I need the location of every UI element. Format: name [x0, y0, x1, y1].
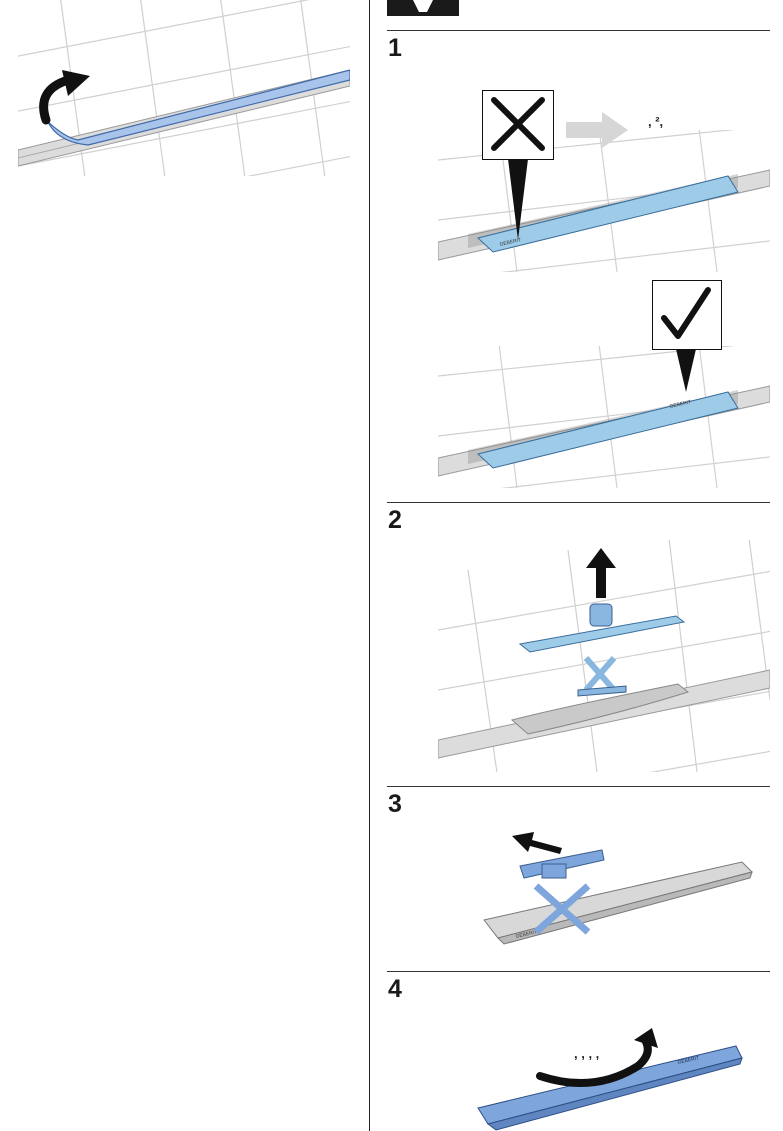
- step-4-rule: [387, 971, 770, 972]
- rotate-arrow-icon: [536, 1038, 652, 1088]
- step-2-lift-tool: [577, 603, 627, 697]
- step-3-lift-tool: [519, 849, 605, 935]
- step-4-illustration: GEBERIT: [477, 1028, 743, 1131]
- right-arrow-icon: [566, 112, 628, 148]
- step-3-number: 3: [388, 790, 402, 818]
- step-1-correct-illustration: GEBERIT: [438, 346, 770, 488]
- step-4-note: , , , ,: [574, 1046, 600, 1061]
- step-3-brand: GEBERIT: [515, 929, 538, 940]
- column-divider: [369, 0, 370, 1131]
- left-illustration: [18, 0, 350, 176]
- step-1-correct-brand: GEBERIT: [669, 399, 692, 410]
- step-1-wrong-note: , ²,: [648, 114, 664, 129]
- step-3-illustration: GEBERIT: [483, 832, 753, 945]
- step-1-wrong-illustration: GEBERIT: [438, 130, 770, 272]
- step-4-number: 4: [388, 975, 402, 1003]
- cross-mark-icon: [491, 97, 545, 240]
- section-header-tab: [387, 0, 459, 16]
- up-arrow-icon: [586, 548, 616, 598]
- left-arrow-icon: [512, 832, 562, 854]
- step-1-rule: [387, 30, 770, 31]
- step-2-number: 2: [388, 506, 402, 534]
- step-1-number: 1: [388, 34, 402, 62]
- step-3-rule: [387, 786, 770, 787]
- step-4-brand: GEBERIT: [677, 1055, 700, 1066]
- step-2-rule: [387, 502, 770, 503]
- step-2-illustration: [438, 540, 770, 772]
- tab-notch-icon: [413, 0, 433, 12]
- curved-arrow-icon: [39, 75, 73, 125]
- check-mark-icon: [661, 287, 711, 392]
- step-1-wrong-brand: GEBERIT: [499, 237, 522, 248]
